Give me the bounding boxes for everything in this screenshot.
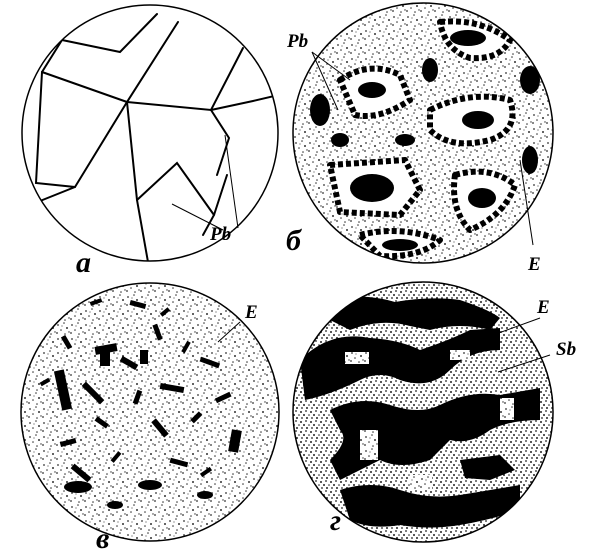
panel-b: Pb E б	[286, 3, 553, 275]
label-e: E	[244, 302, 258, 323]
panel-a: Pb а	[22, 5, 300, 279]
label-e: E	[536, 297, 550, 318]
label-pb: Pb	[209, 224, 231, 245]
panel-letter-a: а	[76, 246, 91, 279]
panel-g: E Sb г	[293, 282, 576, 542]
panel-letter-b: б	[286, 224, 302, 257]
panel-v: E в	[21, 283, 279, 549]
panel-letter-g: г	[330, 504, 341, 537]
panel-letter-v: в	[96, 522, 109, 549]
label-e: E	[527, 254, 541, 275]
label-sb: Sb	[556, 339, 576, 360]
label-pb: Pb	[286, 31, 308, 52]
